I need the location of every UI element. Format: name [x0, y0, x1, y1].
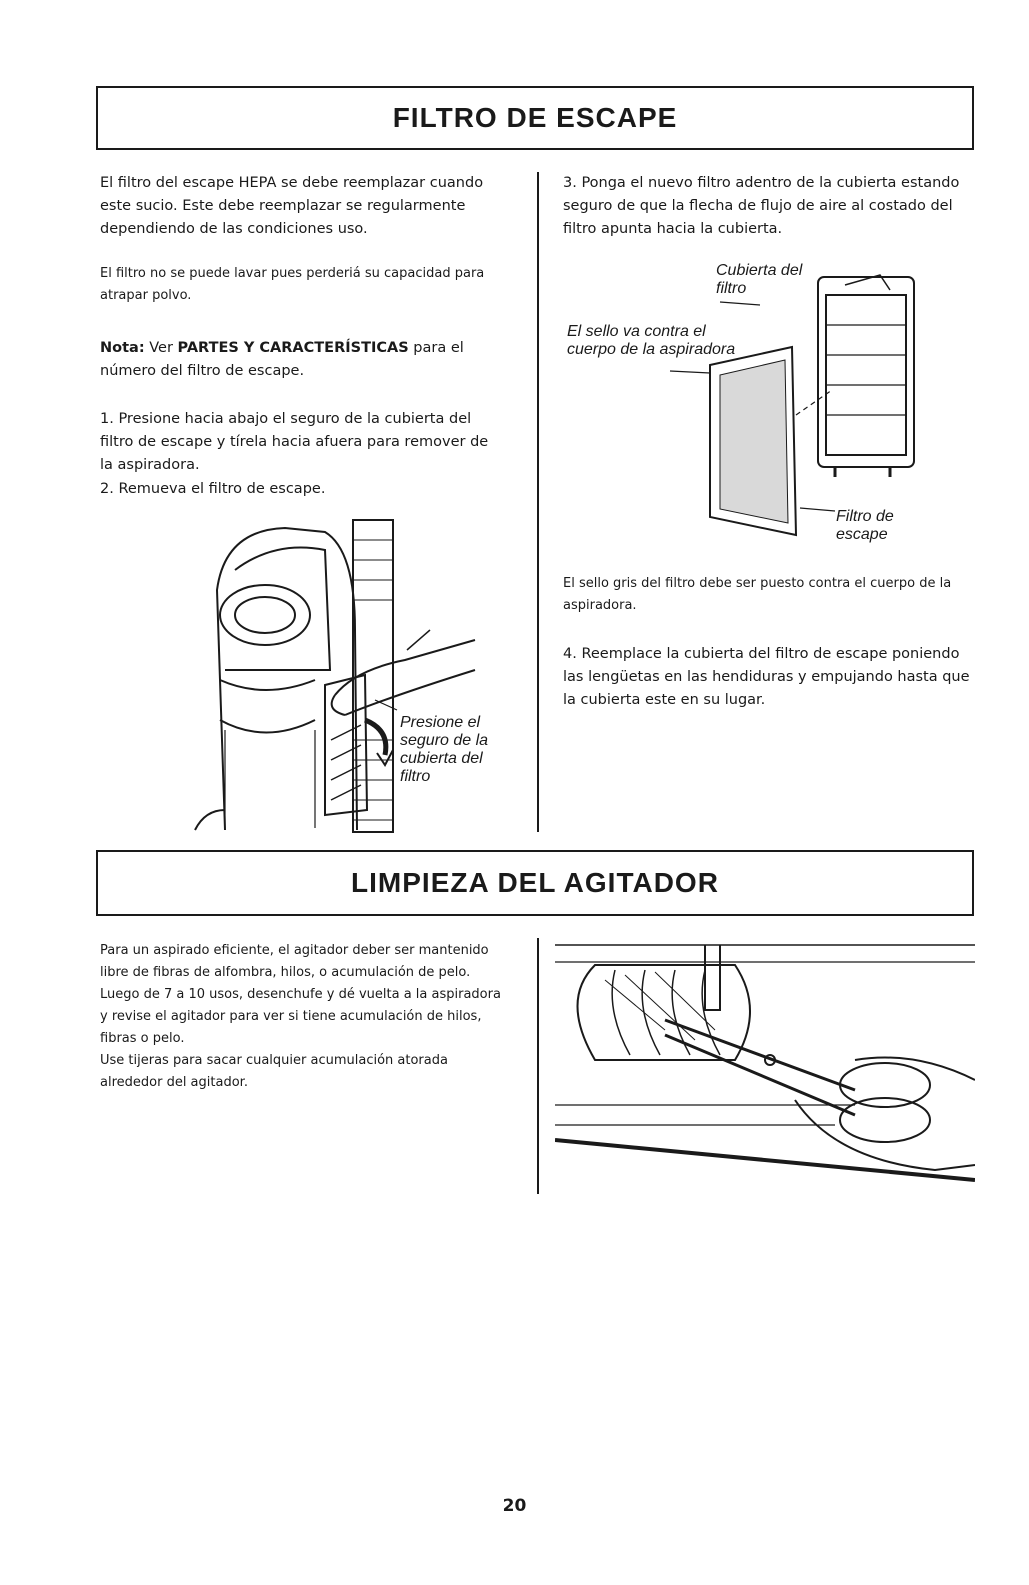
section-title-agitador: LIMPIEZA DEL AGITADOR	[351, 867, 719, 898]
note-text-1: Ver	[149, 340, 173, 356]
column-divider-2	[537, 938, 539, 1194]
fig2-cover-label: Cubierta del filtro	[716, 262, 803, 297]
filter-cover-illustration	[669, 274, 915, 537]
column-divider	[537, 172, 539, 832]
wash-note-paragraph: El filtro no se puede lavar pues perderi…	[100, 266, 485, 303]
seal-note-paragraph: El sello gris del filtro debe ser puesto…	[563, 576, 952, 613]
fig2-filter-label: Filtro de escape	[836, 508, 894, 543]
step-3-paragraph: 3. Ponga el nuevo filtro adentro de la c…	[563, 175, 960, 237]
section-title-filtro: FILTRO DE ESCAPE	[392, 102, 678, 133]
note-bold-ref: PARTES Y CARACTERÍSTICAS	[177, 340, 409, 356]
note-text-2: para el número del filtro de escape.	[100, 340, 464, 379]
section-header-agitador: LIMPIEZA DEL AGITADOR	[96, 850, 974, 916]
agitador-paragraph-1: Para un aspirado eficiente, el agitador …	[100, 943, 501, 1046]
scissors-agitator-illustration	[555, 944, 975, 1182]
fig2-seal-label: El sello va contra el cuerpo de la aspir…	[567, 323, 736, 358]
fig1-latch-label: Presione el seguro de la cubierta del fi…	[400, 714, 489, 785]
page-number: 20	[502, 1496, 527, 1516]
intro-paragraph: El filtro del escape HEPA se debe reempl…	[100, 175, 484, 237]
step-1-paragraph: 1. Presione hacia abajo el seguro de la …	[100, 411, 489, 473]
vacuum-latch-illustration	[194, 519, 476, 833]
agitador-paragraph-2: Use tijeras para sacar cualquier acumula…	[100, 1053, 448, 1090]
note-label: Nota:	[100, 340, 145, 356]
note-paragraph: Nota: Ver PARTES Y CARACTERÍSTICAS para …	[100, 337, 500, 383]
step-2-paragraph: 2. Remueva el filtro de escape.	[100, 481, 326, 497]
step-4-paragraph: 4. Reemplace la cubierta del filtro de e…	[563, 646, 970, 708]
section-header-filtro: FILTRO DE ESCAPE	[96, 86, 974, 150]
